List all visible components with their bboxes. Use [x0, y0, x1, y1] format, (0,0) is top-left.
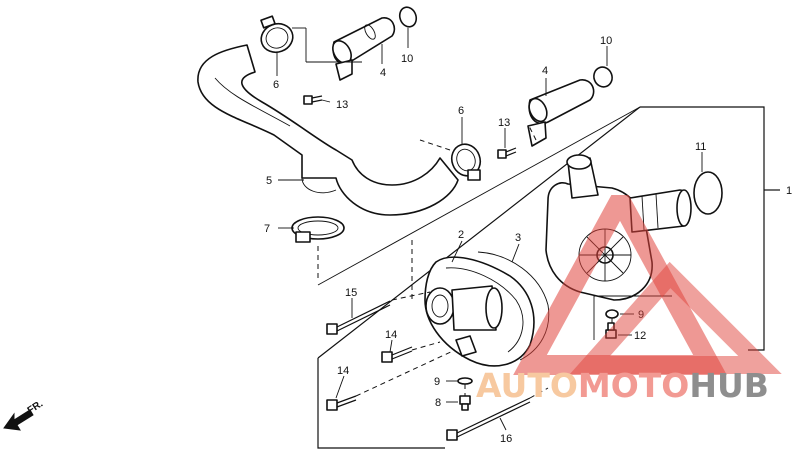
bolt-12	[605, 322, 617, 339]
label-14-lower: 14	[337, 365, 349, 377]
o-ring-11	[693, 171, 723, 215]
bolt-14-upper	[381, 346, 413, 363]
label-7: 7	[264, 223, 270, 235]
water-pipe-right	[527, 79, 595, 147]
hose-clamp-middle	[450, 143, 482, 181]
label-4-right: 4	[542, 65, 548, 77]
watermark-auto: AUTO	[476, 366, 578, 405]
label-12: 12	[634, 330, 646, 342]
water-pump-body	[545, 154, 692, 301]
hose-clamp-top	[260, 15, 294, 54]
label-10-right: 10	[600, 35, 612, 47]
bolt-13-middle	[497, 147, 517, 159]
o-ring-top	[398, 6, 418, 28]
bolt-15	[326, 300, 391, 335]
label-8: 8	[435, 397, 441, 409]
washer-9-right	[605, 309, 619, 319]
label-1: 1	[786, 185, 792, 197]
label-10-top: 10	[401, 53, 413, 65]
watermark-hub: HUB	[689, 366, 769, 405]
water-hose	[197, 44, 459, 216]
o-ring-right	[593, 66, 613, 88]
water-pump-cover	[424, 251, 550, 367]
water-pipe-top	[332, 17, 396, 81]
bolt-16	[446, 397, 531, 441]
label-11: 11	[695, 141, 706, 153]
bolt-13-top	[303, 95, 323, 105]
label-14-upper: 14	[385, 329, 397, 341]
label-13-top: 13	[336, 99, 348, 111]
label-16: 16	[500, 433, 512, 445]
washer-9-lower	[457, 377, 473, 385]
label-6-top: 6	[273, 79, 279, 91]
label-2: 2	[458, 229, 464, 241]
bolt-14-lower	[326, 395, 357, 411]
label-3: 3	[515, 232, 521, 244]
label-9-lower: 9	[434, 376, 440, 388]
hose-clamp-7	[291, 216, 345, 243]
label-6-middle: 6	[458, 105, 464, 117]
front-direction-arrow: FR.	[3, 398, 45, 431]
drain-bolt-8	[459, 395, 471, 411]
label-9-right: 9	[638, 309, 644, 321]
label-4-top: 4	[380, 67, 386, 79]
automotohub-watermark-text: AUTOMOTOHUB	[476, 366, 769, 405]
watermark-moto: MOTO	[577, 366, 690, 405]
label-5: 5	[266, 175, 272, 187]
label-15: 15	[345, 287, 357, 299]
label-13-middle: 13	[498, 117, 510, 129]
